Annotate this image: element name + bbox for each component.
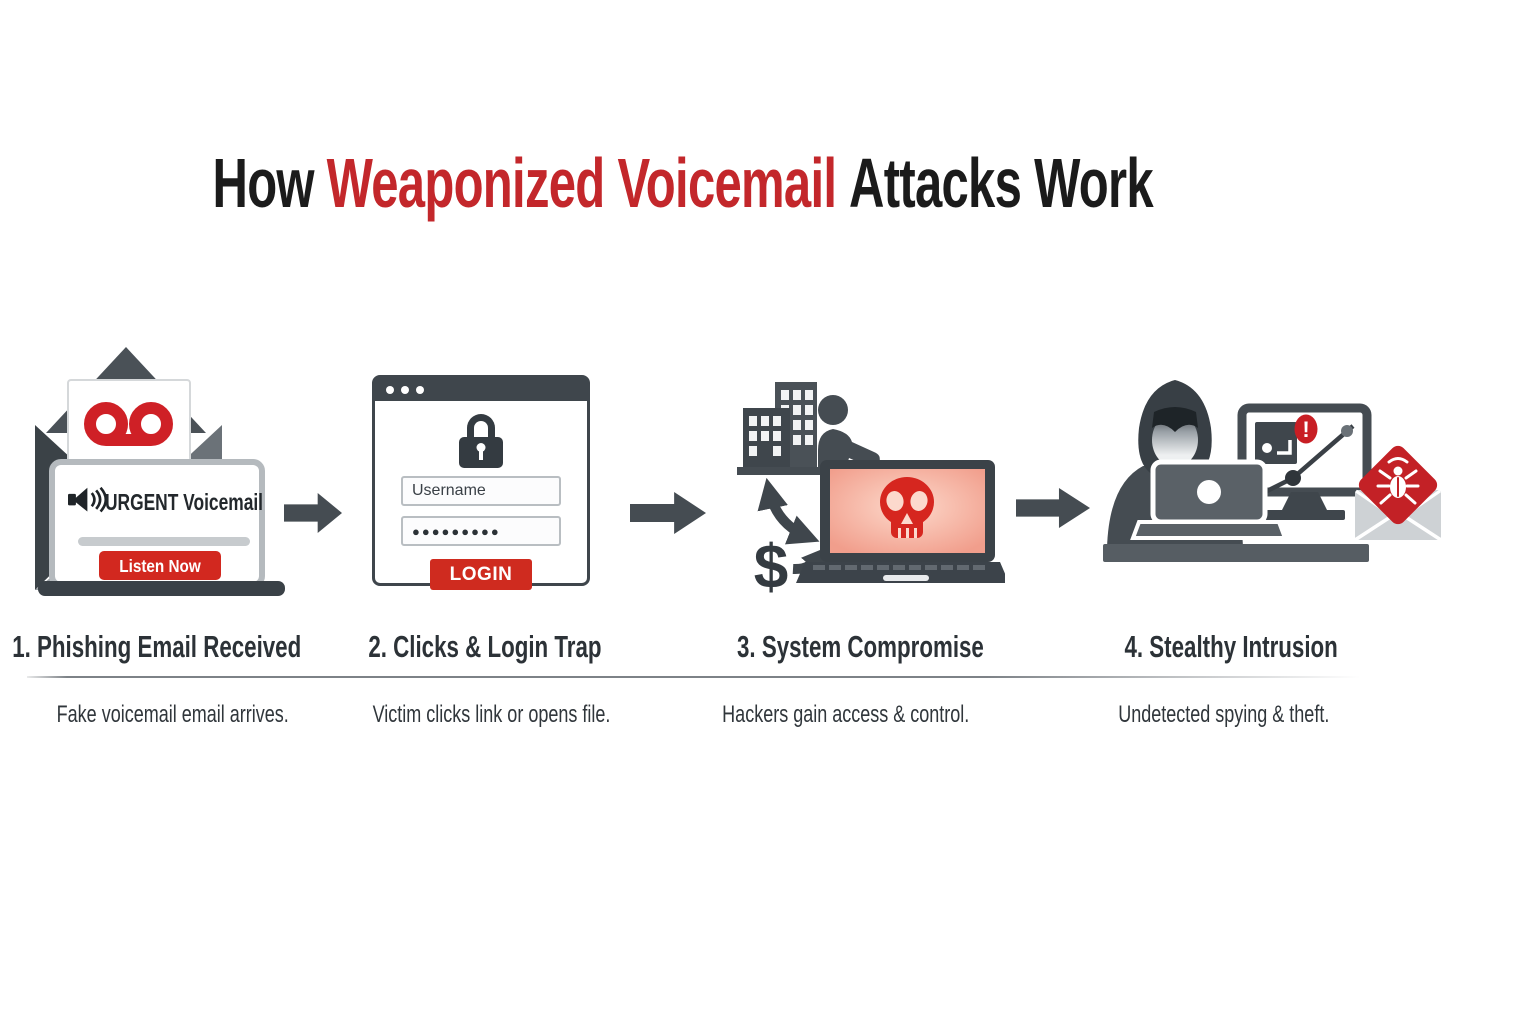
browser-window: Username ●●●●●●●●● LOGIN <box>372 375 590 590</box>
window-dot-icon <box>416 385 424 394</box>
malware-email-icon <box>1354 445 1442 542</box>
infected-laptop-icon <box>796 460 1005 583</box>
skull-icon <box>880 477 934 538</box>
hacker-laptop-icon <box>1130 459 1288 540</box>
step3-illustration: $ <box>737 382 1005 597</box>
step4-illustration: ! <box>1103 380 1442 562</box>
exchange-arrows-icon <box>757 477 820 545</box>
step1-illustration: URGENT Voicemail Listen Now <box>35 347 285 596</box>
listen-now-label: Listen Now <box>119 556 201 576</box>
voicemail-icon <box>84 402 173 446</box>
title-part-highlight: Weaponized Voicemail <box>326 144 837 222</box>
title-part-1: How <box>212 144 315 222</box>
step2-caption: Victim clicks link or opens file. <box>372 701 610 728</box>
browser-title-bar <box>375 378 587 401</box>
step2-label: 2. Clicks & Login Trap <box>368 629 602 664</box>
password-field[interactable]: ●●●●●●●●● <box>401 516 561 546</box>
speaker-icon <box>68 486 108 513</box>
flow-arrow-icon <box>1016 488 1090 528</box>
buildings-icon <box>737 382 825 475</box>
step4-caption: Undetected spying & theft. <box>1118 701 1330 728</box>
window-dot-icon <box>386 385 394 394</box>
step3-label: 3. System Compromise <box>736 629 984 664</box>
divider-line <box>27 676 1360 678</box>
flow-arrow-icon <box>284 493 342 533</box>
progress-bar <box>78 537 250 546</box>
monitor-icon: ! <box>1237 403 1372 520</box>
username-field[interactable]: Username <box>401 476 561 506</box>
step4-label: 4. Stealthy Intrusion <box>1124 629 1338 664</box>
flow-arrow-icon <box>630 492 706 534</box>
step1-label: 1. Phishing Email Received <box>12 629 302 664</box>
email-subject-text: URGENT Voicemail <box>105 490 263 516</box>
lock-icon <box>459 414 503 468</box>
alert-exclamation: ! <box>1302 417 1309 442</box>
window-dot-icon <box>401 385 409 394</box>
step1-caption: Fake voicemail email arrives. <box>56 701 290 728</box>
desk <box>1103 544 1369 562</box>
login-button[interactable]: LOGIN <box>430 559 532 590</box>
alert-badge: ! <box>1294 414 1318 444</box>
step3-caption: Hackers gain access & control. <box>722 701 970 728</box>
bug-icon <box>1376 457 1420 505</box>
listen-now-button[interactable]: Listen Now <box>99 551 221 580</box>
laptop-icon: URGENT Voicemail Listen Now <box>38 459 285 596</box>
dollar-sign: $ <box>754 533 788 597</box>
title-part-3: Attacks Work <box>849 144 1154 222</box>
